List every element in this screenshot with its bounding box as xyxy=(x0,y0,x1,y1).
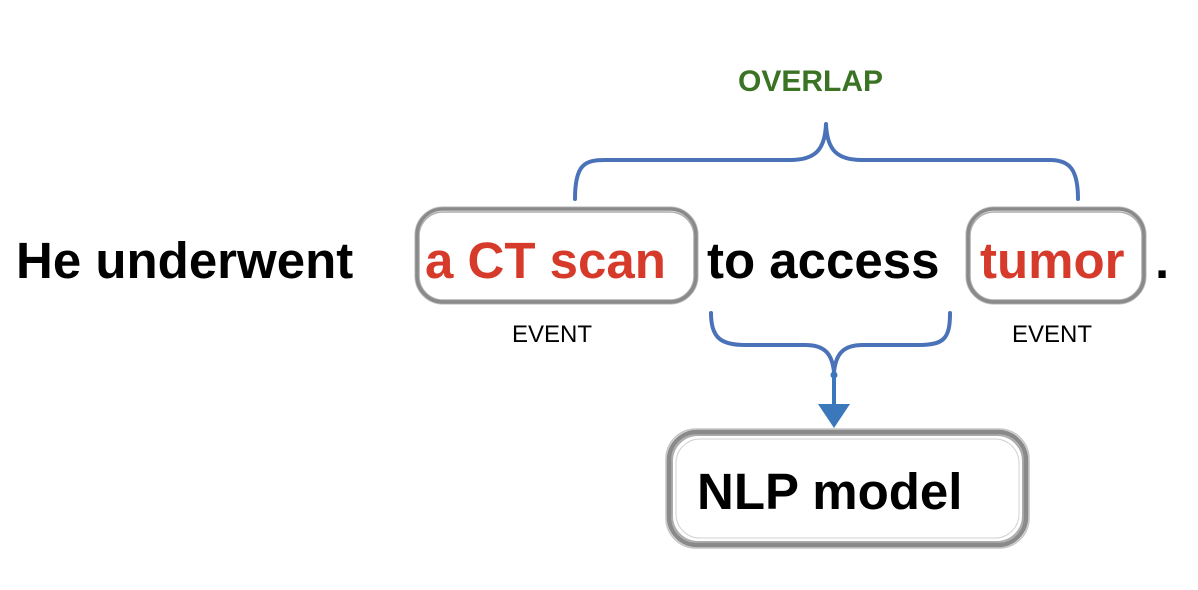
event1-text: a CT scan xyxy=(425,232,666,289)
sentence-prefix: He underwent xyxy=(16,232,354,289)
model-label: NLP model xyxy=(697,463,963,520)
overlap-brace xyxy=(573,122,1080,201)
event2-box xyxy=(965,206,1147,305)
arrow-down-icon xyxy=(818,371,850,428)
event2-tag: EVENT xyxy=(1012,321,1093,348)
relation-label: OVERLAP xyxy=(738,65,884,98)
event1-tag: EVENT xyxy=(512,321,593,348)
event2-text: tumor xyxy=(980,232,1125,289)
event1-box xyxy=(414,206,699,305)
model-box xyxy=(665,428,1030,549)
sentence-middle: to access xyxy=(707,232,940,289)
sentence-period: . xyxy=(1155,232,1170,289)
context-brace xyxy=(709,311,952,374)
